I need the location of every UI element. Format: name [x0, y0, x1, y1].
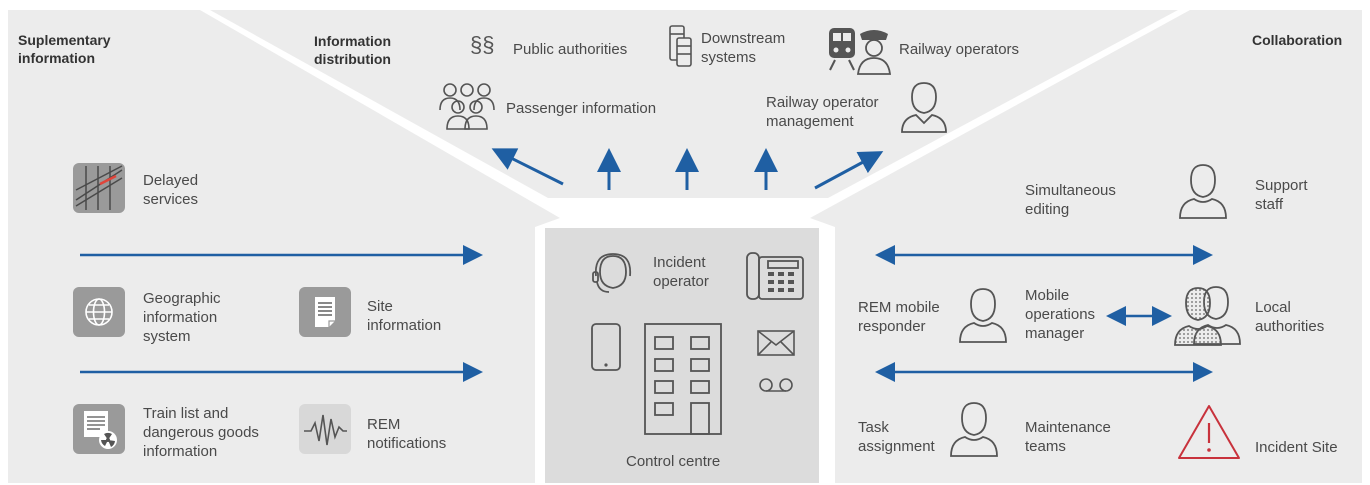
tablet-icon	[591, 323, 621, 371]
control-centre-label: Control centre	[626, 453, 721, 470]
rem-mobile-responder-label: REM mobile responder	[858, 299, 940, 335]
railway-operators-label: Railway operators	[899, 41, 1020, 58]
arrow-up-left	[491, 148, 564, 186]
header-collaboration: Collaboration	[1252, 32, 1343, 48]
rem-mobile-responder-person-icon	[959, 288, 1007, 343]
headset-operator-icon	[592, 253, 632, 293]
rem-notifications-label: REM notifications	[367, 416, 447, 452]
downstream-systems-label: Downstream systems	[701, 30, 786, 66]
support-staff-label: Support staff	[1255, 177, 1308, 213]
voicemail-icon	[759, 378, 793, 392]
arrow-up-right	[814, 151, 884, 190]
manager-person-icon	[901, 82, 947, 133]
simultaneous-editing-label: Simultaneous editing	[1025, 182, 1116, 218]
delayed-services-label: Delayed services	[143, 172, 199, 208]
phone-icon	[746, 252, 804, 300]
site-document-icon	[299, 287, 351, 337]
maintenance-person-icon	[950, 402, 998, 457]
train-list-label: Train list and dangerous goods informati…	[143, 405, 259, 460]
top-panel	[210, 10, 1178, 198]
maintenance-teams-label: Maintenance teams	[1025, 419, 1111, 455]
email-envelope-icon	[757, 330, 795, 356]
support-staff-person-icon	[1179, 164, 1227, 219]
local-authorities-label: Local authorities	[1255, 299, 1325, 335]
rem-notifications-waveform-icon	[299, 404, 351, 454]
site-information-label: Site information	[367, 298, 442, 334]
building-icon	[644, 323, 722, 435]
delayed-services-icon	[73, 163, 125, 213]
incident-operator-label: Incident operator	[653, 254, 709, 290]
mobile-operations-manager-label: Mobile operations manager	[1025, 287, 1096, 342]
local-authorities-group-icon	[1174, 286, 1241, 346]
header-information-distribution: Information distribution	[314, 33, 391, 67]
header-supplementary: Suplementary information	[18, 32, 111, 66]
gis-label: Geographic information system	[143, 290, 221, 345]
downstream-systems-icon	[669, 25, 692, 67]
incident-site-label: Incident Site	[1255, 439, 1338, 456]
left-panel	[8, 10, 560, 483]
passenger-group-icon	[439, 83, 495, 130]
train-list-hazard-icon	[73, 404, 125, 454]
warning-triangle-icon	[1178, 405, 1240, 459]
passenger-information-label: Passenger information	[506, 100, 657, 117]
railway-operator-management-label: Railway operator management	[766, 94, 879, 130]
railway-operators-icon	[829, 28, 892, 75]
public-authorities-label: Public authorities	[513, 41, 628, 58]
paragraph-icon: §§	[470, 32, 495, 57]
task-assignment-label: Task assignment	[858, 419, 935, 455]
gis-globe-icon	[73, 287, 125, 337]
